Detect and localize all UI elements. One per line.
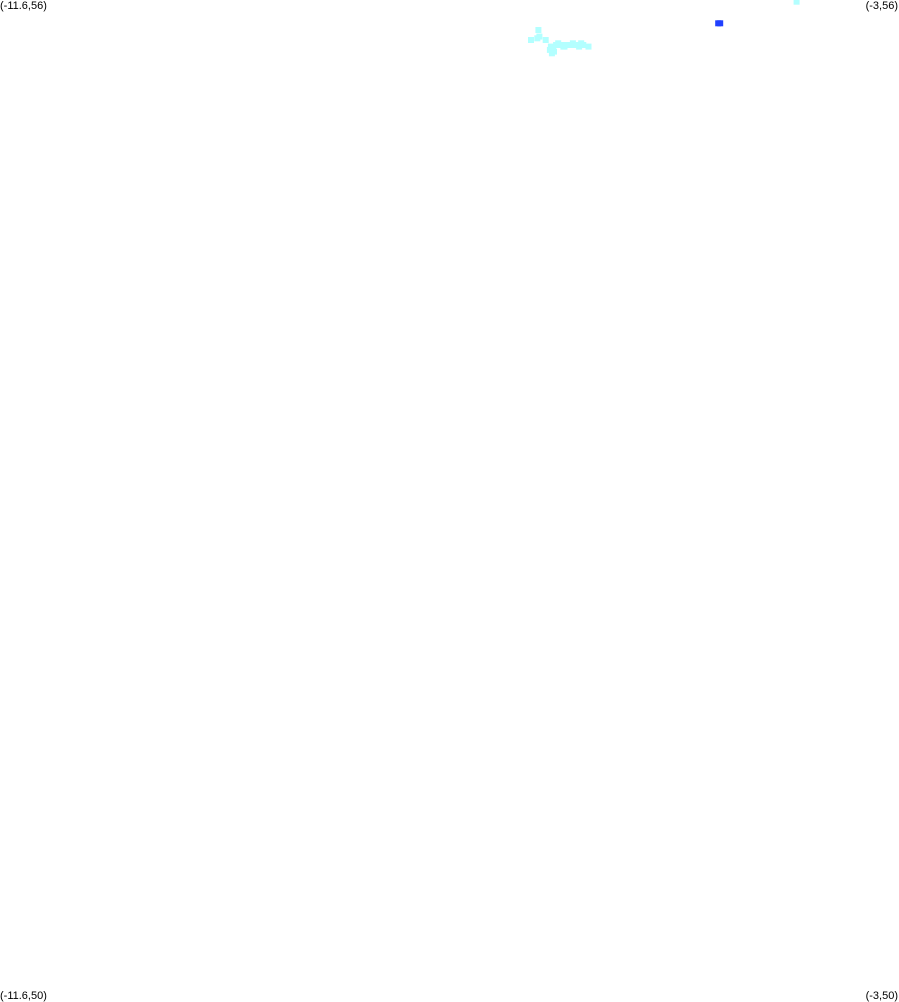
map-point-3: [535, 27, 542, 33]
map-point-2: [717, 20, 724, 27]
map-point-6: [528, 37, 534, 43]
map-point-0: [793, 0, 800, 5]
map-point-25: [555, 40, 562, 47]
map-point-27: [574, 42, 580, 48]
corner-label-top-left: (-11.6,56): [0, 0, 47, 12]
map-point-5: [536, 33, 543, 40]
corner-label-bottom-left: (-11.6,50): [0, 990, 47, 1002]
map-point-7: [542, 37, 549, 43]
corner-label-top-right: (-3,56): [865, 0, 898, 12]
map-point-20: [550, 45, 556, 52]
map-point-15: [566, 42, 573, 48]
map-point-21: [546, 46, 553, 53]
map-point-18: [585, 43, 592, 50]
corner-label-bottom-right: (-3,50): [865, 990, 898, 1002]
map-point-28: [578, 40, 585, 47]
map-point-23: [548, 50, 555, 57]
